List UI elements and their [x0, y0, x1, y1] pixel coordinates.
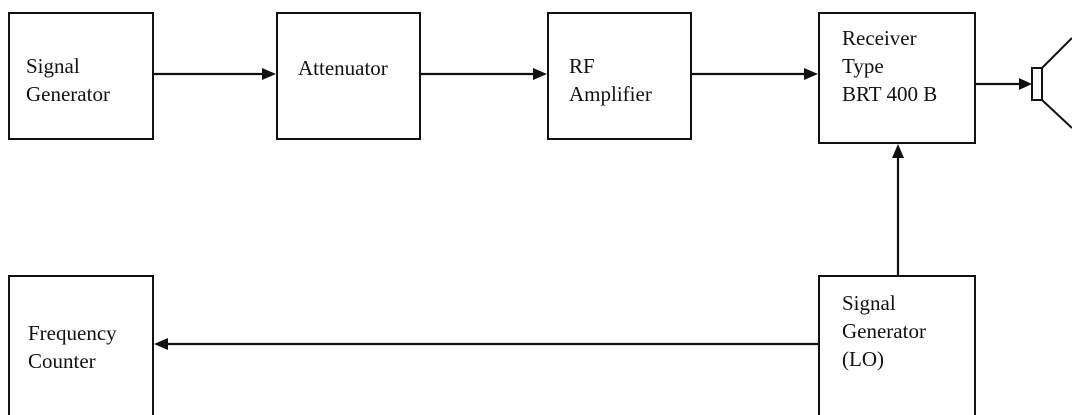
- signal-generator-label: Signal Generator: [26, 54, 110, 106]
- receiver-label: Receiver Type BRT 400 B: [842, 26, 938, 106]
- frequency-counter-label: Frequency Counter: [28, 321, 117, 373]
- arrowhead-rf-amplifier: [533, 68, 547, 80]
- rf-amplifier-block: RF Amplifier: [547, 12, 692, 140]
- arrowhead-receiver: [804, 68, 818, 80]
- frequency-counter-block: Frequency Counter: [8, 275, 154, 415]
- loudspeaker-icon: [1031, 37, 1072, 129]
- rf-amplifier-label: RF Amplifier: [569, 54, 652, 106]
- signal-generator-block: Signal Generator: [8, 12, 154, 140]
- attenuator-label: Attenuator: [298, 56, 388, 80]
- arrowhead-attenuator: [262, 68, 276, 80]
- receiver-block: Receiver Type BRT 400 B: [818, 12, 976, 144]
- arrowhead-frequency-counter: [154, 338, 168, 350]
- arrowhead-loudspeaker: [1019, 78, 1032, 90]
- signal-generator-lo-label: Signal Generator (LO): [842, 291, 926, 371]
- arrowhead-receiver-bottom: [892, 144, 904, 158]
- attenuator-block: Attenuator: [276, 12, 421, 140]
- signal-generator-lo-block: Signal Generator (LO): [818, 275, 976, 415]
